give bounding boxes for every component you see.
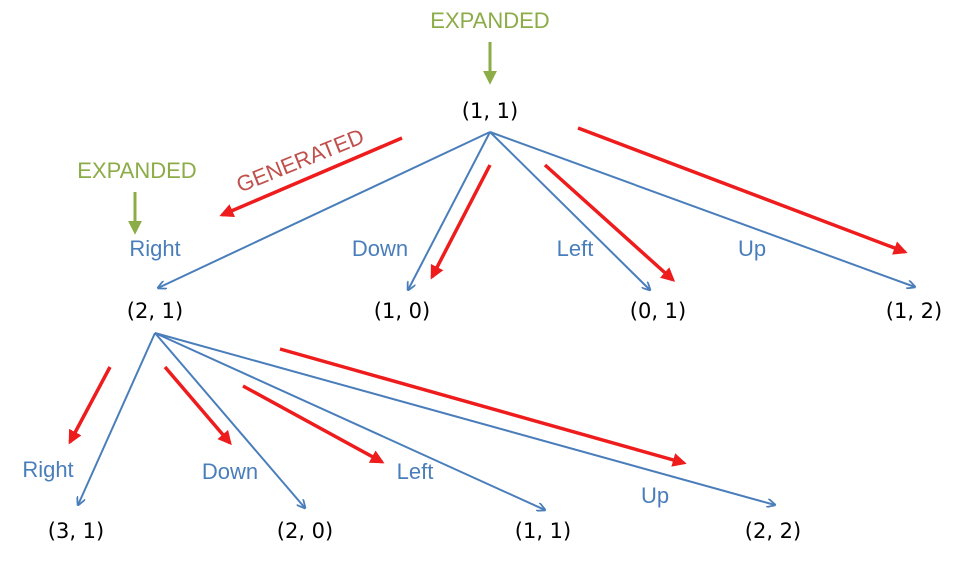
generated-arrow-child-right bbox=[68, 366, 112, 445]
action-l1-right: Right bbox=[129, 236, 180, 261]
node-l1-right: (2, 1) bbox=[127, 299, 183, 323]
edge-child-down bbox=[154, 332, 305, 508]
action-l1-up: Up bbox=[738, 236, 766, 261]
action-l2-up: Up bbox=[641, 483, 669, 508]
action-l1-left: Left bbox=[557, 236, 594, 261]
edge-root-right bbox=[158, 131, 491, 288]
node-l2-up: (2, 2) bbox=[745, 519, 801, 543]
node-l1-down: (1, 0) bbox=[374, 299, 430, 323]
expanded-label-child: EXPANDED bbox=[77, 158, 196, 183]
node-l1-left: (0, 1) bbox=[630, 299, 686, 323]
edge-root-down bbox=[408, 131, 491, 290]
edge-root-left bbox=[489, 131, 650, 290]
action-l2-down: Down bbox=[202, 459, 258, 484]
edge-child-left bbox=[154, 332, 545, 510]
node-root: (1, 1) bbox=[462, 99, 518, 123]
generated-arrow-root-right bbox=[219, 136, 403, 218]
generated-arrow-root-up bbox=[577, 126, 908, 255]
edge-root-up bbox=[489, 131, 915, 287]
node-l2-right: (3, 1) bbox=[48, 519, 104, 543]
edge-child-right bbox=[78, 332, 156, 505]
node-l1-up: (1, 2) bbox=[886, 299, 942, 323]
generated-arrow-root-left bbox=[543, 163, 676, 282]
action-l1-down: Down bbox=[352, 236, 408, 261]
node-l2-down: (2, 0) bbox=[277, 519, 333, 543]
edge-child-up bbox=[154, 332, 775, 505]
generated-arrow-child-left bbox=[242, 384, 385, 464]
generated-arrow-child-down bbox=[163, 365, 232, 446]
generated-arrow-child-up bbox=[279, 347, 687, 467]
action-l2-right: Right bbox=[22, 457, 73, 482]
expanded-label-root: EXPANDED bbox=[430, 8, 549, 33]
action-l2-left: Left bbox=[397, 459, 434, 484]
generated-arrow-root-down bbox=[430, 164, 492, 280]
node-l2-left: (1, 1) bbox=[515, 519, 571, 543]
